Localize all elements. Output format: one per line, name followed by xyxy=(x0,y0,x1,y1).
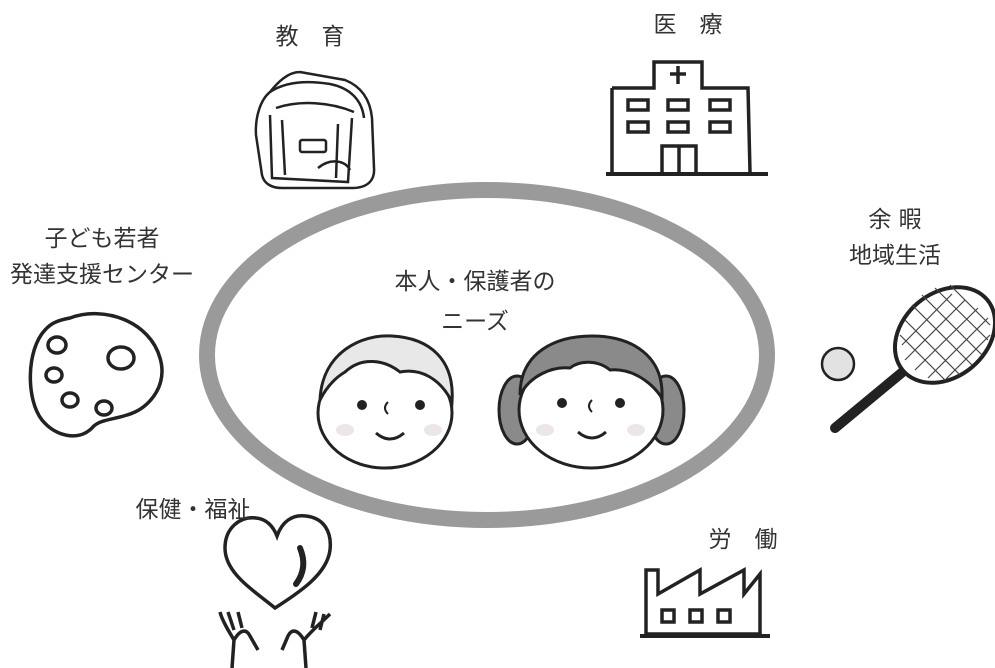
leisure-label-line2: 地域生活 xyxy=(849,242,941,269)
center-needs-text: 本人・保護者の ニーズ xyxy=(370,262,580,343)
medical-label: 医 療 xyxy=(653,12,723,38)
school-backpack-icon xyxy=(254,70,376,190)
heart-hands-icon xyxy=(218,513,333,668)
label-leisure: 余 暇 地域生活 xyxy=(830,203,960,274)
label-labor: 労 働 xyxy=(688,523,798,559)
tennis-racket-icon xyxy=(820,284,995,433)
child-face-boy-icon xyxy=(316,334,454,470)
needs-ring xyxy=(199,182,775,528)
education-label: 教 育 xyxy=(275,24,345,50)
child-support-label-line1: 子ども若者 xyxy=(44,226,160,252)
health-welfare-label: 保健・福祉 xyxy=(135,497,251,523)
labor-label: 労 働 xyxy=(708,527,778,553)
factory-icon xyxy=(640,566,770,638)
center-text-line1: 本人・保護者の xyxy=(394,269,556,295)
center-text-line2: ニーズ xyxy=(441,309,509,336)
child-face-girl-icon xyxy=(497,334,686,470)
paint-palette-icon xyxy=(28,311,164,438)
leisure-label-line1: 余 暇 xyxy=(868,207,922,233)
label-medical: 医 療 xyxy=(633,8,743,44)
label-education: 教 育 xyxy=(255,20,365,56)
hospital-building-icon xyxy=(606,60,768,176)
child-support-label-line2: 発達支援センター xyxy=(10,261,194,288)
label-health-welfare: 保健・福祉 xyxy=(118,493,268,529)
label-child-support: 子ども若者 発達支援センター xyxy=(4,222,200,293)
